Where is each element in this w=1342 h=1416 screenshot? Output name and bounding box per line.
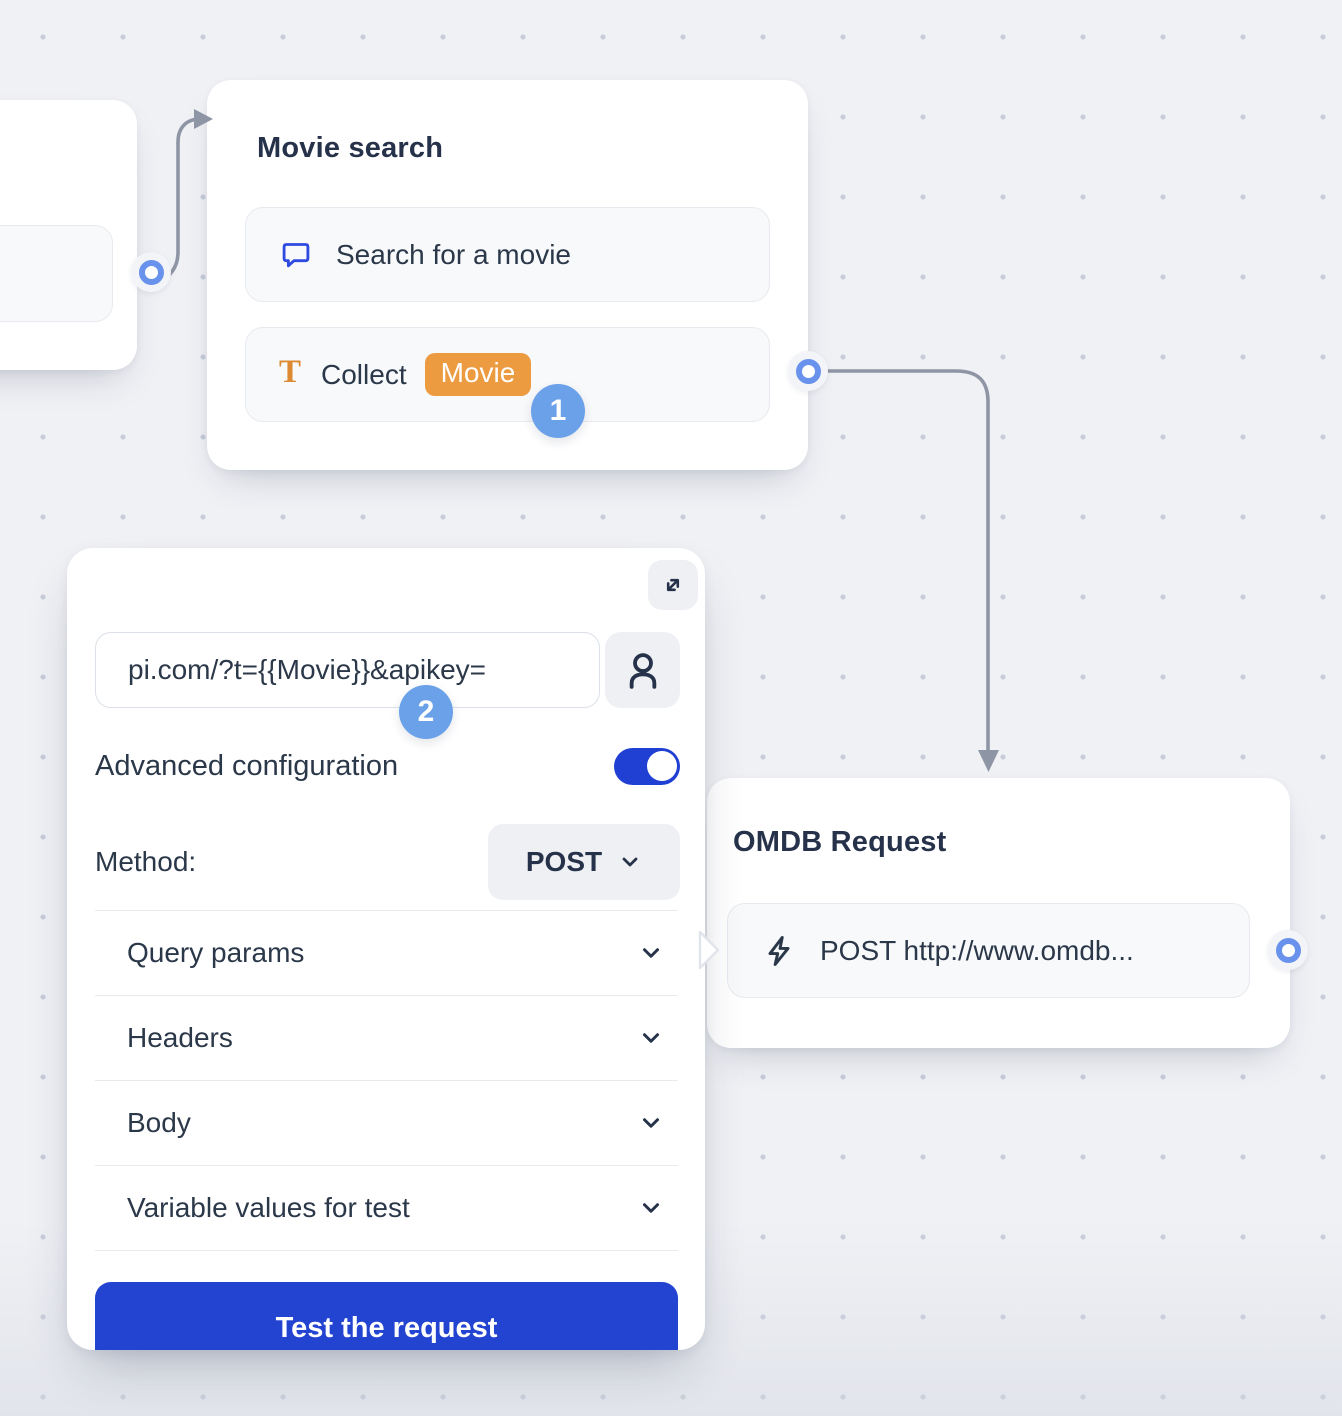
section-headers[interactable]: Headers bbox=[95, 996, 678, 1081]
chevron-down-icon bbox=[622, 857, 638, 867]
test-request-button[interactable]: Test the request bbox=[95, 1282, 678, 1350]
item-label: POST http://www.omdb... bbox=[820, 934, 1134, 966]
panel-pointer-caret bbox=[698, 930, 720, 970]
movie-search-node-card[interactable]: Movie search Search for a movie T Collec… bbox=[207, 80, 808, 470]
variable-badge: Movie bbox=[424, 352, 532, 397]
node-title: Movie search bbox=[257, 132, 444, 164]
previous-node-item[interactable] bbox=[0, 225, 113, 322]
chevron-down-icon bbox=[643, 1203, 659, 1213]
item-label: Search for a movie bbox=[336, 238, 571, 270]
config-sections: Query params Headers Body Variable value… bbox=[95, 910, 678, 1251]
url-input[interactable] bbox=[95, 632, 600, 708]
section-query-params[interactable]: Query params bbox=[95, 911, 678, 996]
section-label: Variable values for test bbox=[127, 1192, 410, 1223]
lightning-icon bbox=[768, 935, 790, 966]
previous-node-output-port[interactable] bbox=[131, 252, 171, 292]
section-variable-values[interactable]: Variable values for test bbox=[95, 1166, 678, 1251]
section-label: Query params bbox=[127, 937, 305, 968]
section-label: Body bbox=[127, 1107, 191, 1138]
expand-icon bbox=[666, 578, 680, 592]
message-icon bbox=[282, 242, 310, 267]
movie-search-item-collect[interactable]: T Collect Movie bbox=[245, 327, 770, 422]
item-label: Collect bbox=[321, 358, 407, 390]
toggle-knob bbox=[647, 751, 677, 781]
port-ring bbox=[1275, 937, 1301, 963]
port-ring bbox=[138, 259, 164, 285]
chevron-down-icon bbox=[643, 948, 659, 958]
method-select[interactable]: POST bbox=[488, 824, 680, 900]
user-variable-button[interactable] bbox=[605, 632, 680, 708]
chevron-down-icon bbox=[643, 1118, 659, 1128]
advanced-configuration-label: Advanced configuration bbox=[95, 749, 399, 782]
movie-search-output-port[interactable] bbox=[788, 351, 828, 391]
advanced-configuration-toggle[interactable] bbox=[614, 747, 680, 785]
omdb-request-item-webhook[interactable]: POST http://www.omdb... bbox=[727, 903, 1250, 998]
omdb-request-output-port[interactable] bbox=[1268, 930, 1308, 970]
annotation-step-2-badge: 2 bbox=[399, 685, 453, 739]
user-icon bbox=[629, 653, 656, 689]
omdb-request-node-card[interactable]: OMDB Request POST http://www.omdb... bbox=[707, 778, 1290, 1048]
method-row: Method: POST bbox=[95, 824, 680, 900]
section-label: Headers bbox=[127, 1022, 233, 1053]
webhook-config-panel: Advanced configuration Method: POST Quer… bbox=[67, 548, 705, 1350]
text-icon: T bbox=[279, 354, 302, 390]
advanced-configuration-row: Advanced configuration bbox=[95, 736, 680, 796]
previous-node-card[interactable] bbox=[0, 100, 137, 370]
movie-search-item-question[interactable]: Search for a movie bbox=[245, 207, 770, 302]
method-value: POST bbox=[525, 846, 603, 877]
connector-arrowhead bbox=[978, 750, 999, 772]
method-label: Method: bbox=[95, 846, 197, 877]
annotation-step-1-badge: 1 bbox=[531, 384, 585, 438]
node-title: OMDB Request bbox=[733, 826, 947, 858]
connector-line-movie-search-to-omdb bbox=[820, 369, 990, 752]
section-body[interactable]: Body bbox=[95, 1081, 678, 1166]
chevron-down-icon bbox=[643, 1033, 659, 1043]
expand-button[interactable] bbox=[648, 560, 698, 610]
port-ring bbox=[795, 358, 821, 384]
